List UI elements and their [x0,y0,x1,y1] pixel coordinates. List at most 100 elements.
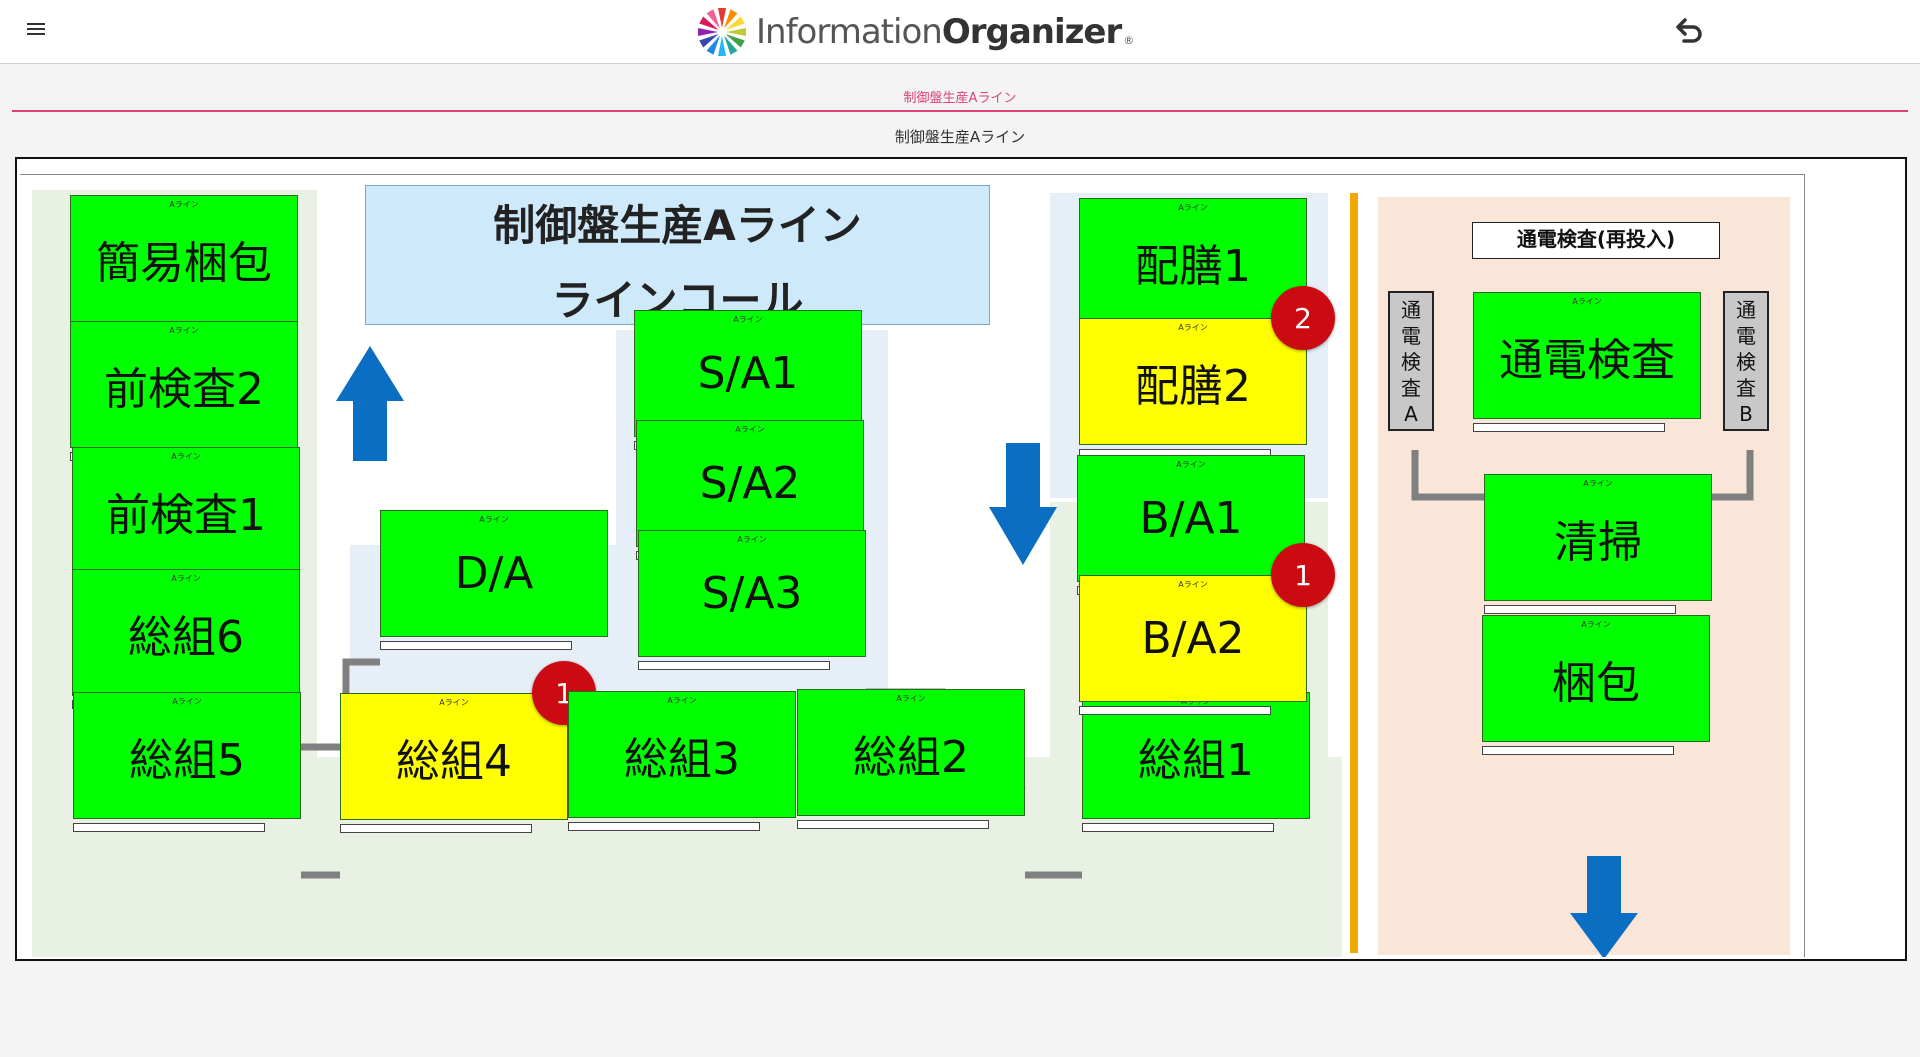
station-sa1[interactable]: Aライン S/A1 [634,310,862,437]
station-line-label: Aライン [1178,323,1208,332]
pinwheel-logo-icon [698,8,746,56]
tab-line-a[interactable]: 制御盤生産Aライン [903,91,1017,106]
station-line-label: Aライン [667,696,697,705]
side-label-b-char: B [1739,402,1753,426]
station-sokumi2[interactable]: Aライン総組2 [797,689,1025,816]
station-name: B/A2 [1141,613,1245,664]
station-ba1[interactable]: Aライン B/A1 [1077,455,1305,582]
station-line-label: Aライン [171,574,201,583]
station-name: S/A2 [699,458,801,509]
call-count-badge[interactable]: 1 [1271,543,1335,607]
station-haizen1[interactable]: Aライン配膳1 [1079,198,1307,325]
station-sokumi4[interactable]: Aライン総組4 [340,693,568,820]
station-status-bar [638,661,830,670]
side-label-a-char: A [1404,402,1418,426]
page-content: 制御盤生産Aライン 制御盤生産Aライン 制御盤生産Aライン ラインコール 通電検… [0,64,1920,1057]
station-status-bar [73,823,265,832]
station-kanni[interactable]: Aライン簡易梱包 [70,195,298,322]
call-count-badge[interactable]: 2 [1271,286,1335,350]
station-name: 通電検査 [1499,334,1675,386]
page-title: 制御盤生産Aライン [894,128,1026,146]
station-name: 配膳2 [1135,360,1251,412]
station-line-label: Aライン [172,697,202,706]
station-line-label: Aライン [439,698,469,707]
station-line-label: Aライン [1581,620,1611,629]
app-header: InformationOrganizer ® [0,0,1920,64]
station-konpo[interactable]: Aライン梱包 [1482,615,1710,742]
station-name: 簡易梱包 [96,237,272,289]
tab-bar: 制御盤生産Aライン [12,74,1908,112]
side-label-a-char: 通 [1401,298,1421,322]
station-status-bar [797,820,989,829]
station-line-label: Aライン [1178,203,1208,212]
station-line-label: Aライン [169,200,199,209]
station-status-bar [380,641,572,650]
station-sa2[interactable]: Aライン S/A2 [636,420,864,547]
station-status-bar [340,824,532,833]
station-tsuden[interactable]: Aライン通電検査 [1473,292,1701,419]
side-label-b-char: 検 [1736,350,1756,374]
logo-text-light: Information [756,12,943,52]
registered-mark: ® [1123,33,1135,47]
station-name: 総組3 [624,733,740,785]
station-name: 配膳1 [1135,240,1251,292]
station-name: 総組2 [853,731,969,783]
station-status-bar [1079,706,1271,715]
line-divider [1350,193,1358,953]
station-line-label: Aライン [1176,460,1206,469]
station-line-label: Aライン [896,694,926,703]
side-label-a-char: 査 [1401,376,1421,400]
station-haizen2[interactable]: Aライン配膳2 [1079,318,1307,445]
station-sokumi3[interactable]: Aライン総組3 [568,691,796,818]
station-status-bar [1484,605,1676,614]
hamburger-icon[interactable] [24,20,48,44]
station-name: 梱包 [1552,657,1640,709]
station-name: D/A [454,548,534,599]
side-label-a-char: 検 [1401,350,1421,374]
station-line-label: Aライン [735,425,765,434]
station-name: 総組1 [1138,734,1254,786]
app-logo: InformationOrganizer ® [694,6,1134,58]
station-maekensa1[interactable]: Aライン前検査1 [72,447,300,574]
retest-label: 通電検査(再投入) [1472,222,1720,259]
station-name: 前検査2 [104,363,264,415]
station-status-bar [568,822,760,831]
station-line-label: Aライン [169,326,199,335]
station-sokumi5[interactable]: Aライン総組5 [73,692,301,819]
logo-text: InformationOrganizer [756,12,1122,52]
station-name: 総組6 [128,611,244,663]
station-line-label: Aライン [733,315,763,324]
station-name: 総組4 [396,735,512,787]
station-line-label: Aライン [171,452,201,461]
station-line-label: Aライン [1583,479,1613,488]
side-label-b-char: 査 [1736,376,1756,400]
station-status-bar [1082,823,1274,832]
side-label-b-char: 電 [1736,324,1756,348]
station-name: B/A1 [1139,493,1243,544]
down-arrow-icon [989,443,1057,565]
station-name: 前検査1 [106,489,266,541]
station-line-label: Aライン [479,515,509,524]
station-sokumi6[interactable]: Aライン総組6 [72,569,300,696]
board-title-line1: 制御盤生産Aライン [493,201,862,250]
station-status-bar [1482,746,1674,755]
station-seiso[interactable]: Aライン清掃 [1484,474,1712,601]
station-name: S/A1 [697,348,799,399]
logo-text-bold: Organizer [941,12,1122,52]
side-label-a-char: 電 [1401,324,1421,348]
station-line-label: Aライン [737,535,767,544]
station-name: 清掃 [1554,516,1642,568]
undo-arrow-icon[interactable] [1672,16,1706,46]
station-maekensa2[interactable]: Aライン前検査2 [70,321,298,448]
station-name: 総組5 [129,734,245,786]
station-da[interactable]: Aライン D/A [380,510,608,637]
station-status-bar [1473,423,1665,432]
board-title-box: 制御盤生産Aライン ラインコール [365,185,990,325]
up-arrow-icon [336,346,404,461]
